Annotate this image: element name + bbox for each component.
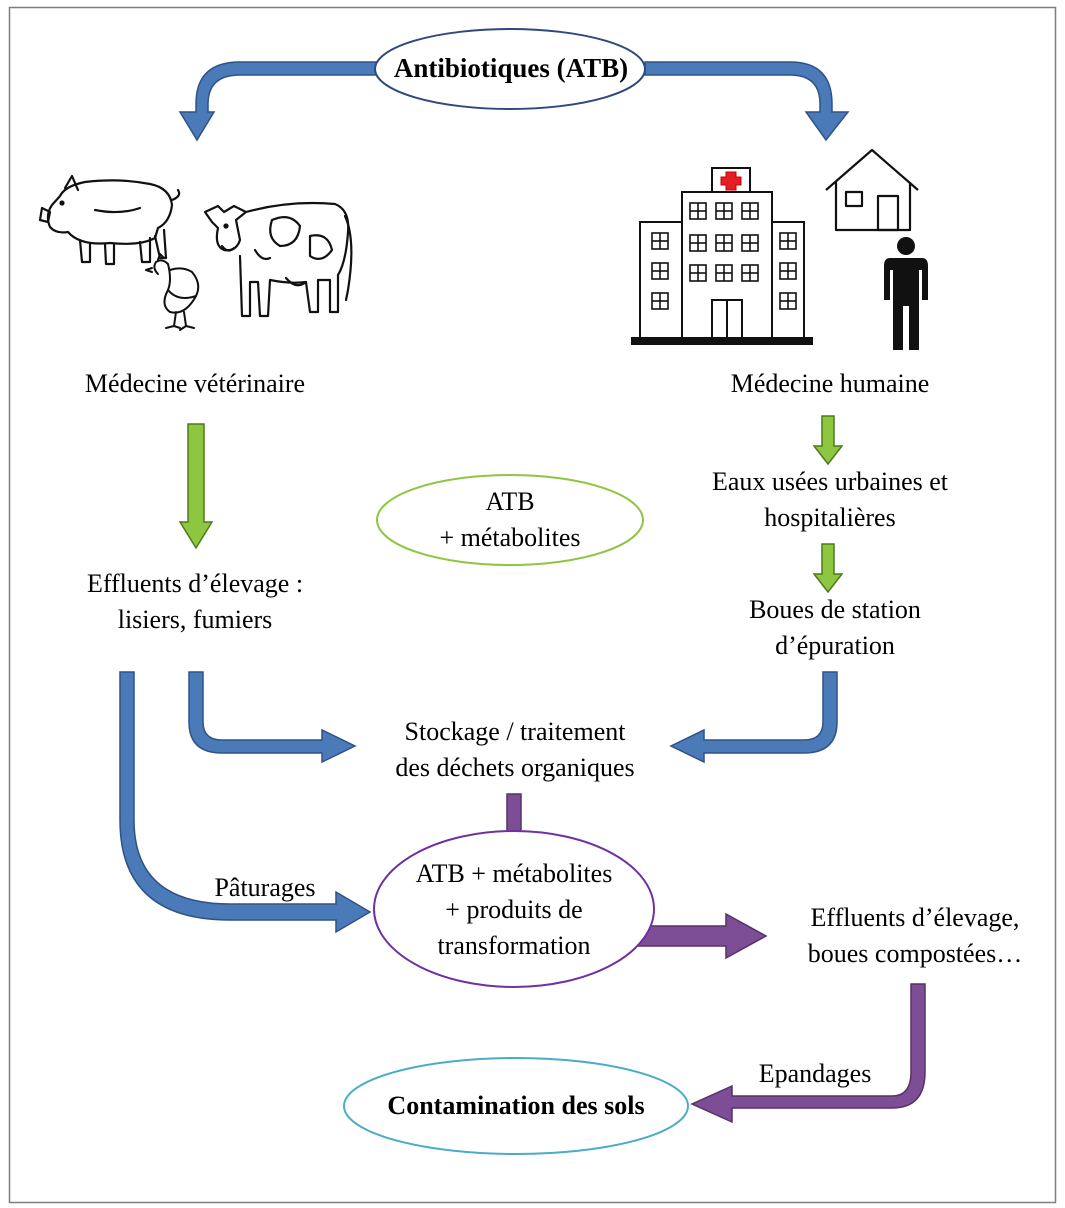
cow-icon	[203, 201, 353, 318]
sludge-line2: d’épuration	[775, 631, 895, 660]
soil-contamination-label: Contamination des sols	[387, 1091, 645, 1120]
storage-line1: Stockage / traitement	[404, 717, 626, 746]
arrow-effluents-to-storage	[188, 671, 357, 764]
wastewater-line1: Eaux usées urbaines et	[711, 467, 949, 496]
arrow-storage-to-transformation	[506, 793, 522, 835]
arrow-human-to-wastewater	[812, 415, 844, 466]
atb-metabolites-ellipse	[376, 474, 644, 566]
atb-metabolites-line2: + métabolites	[439, 523, 581, 552]
atb-metabolites-line1: ATB	[485, 487, 535, 516]
soil-contamination-ellipse	[343, 1057, 689, 1155]
transformation-line3: transformation	[437, 931, 591, 960]
pig-icon	[38, 174, 181, 266]
pastures-label: Pâturages	[214, 873, 316, 902]
antibiotics-label: Antibiotiques (ATB)	[393, 53, 629, 83]
person-icon	[884, 237, 928, 350]
arrow-vet-to-effluents	[178, 423, 214, 550]
livestock-effluents-line1: Effluents d’élevage :	[86, 569, 304, 598]
storage-line2: des déchets organiques	[395, 753, 635, 782]
transformation-line1: ATB + métabolites	[415, 859, 613, 888]
arrow-atb-to-human	[644, 61, 850, 142]
arrow-wastewater-to-sludge	[812, 543, 844, 594]
composted-line1: Effluents d’élevage,	[810, 903, 1020, 932]
arrow-sludge-to-storage	[669, 671, 838, 764]
composted-line2: boues compostées…	[807, 939, 1023, 968]
livestock-effluents-line2: lisiers, fumiers	[117, 605, 273, 634]
wastewater-line2: hospitalières	[764, 503, 896, 532]
human-medicine-label: Médecine humaine	[730, 369, 930, 398]
vet-medicine-label: Médecine vétérinaire	[84, 369, 306, 398]
antibiotics-ellipse	[374, 28, 646, 110]
arrow-transformation-to-composted	[637, 912, 768, 960]
house-icon	[825, 148, 919, 232]
arrow-composted-to-soil	[690, 983, 926, 1124]
arrow-atb-to-vet	[178, 61, 381, 142]
spreading-label: Epandages	[758, 1059, 872, 1088]
sludge-line1: Boues de station	[749, 595, 921, 624]
hospital-icon	[631, 167, 813, 345]
chicken-icon	[145, 253, 200, 331]
transformation-line2: + produits de	[445, 895, 583, 924]
transformation-ellipse	[373, 830, 655, 988]
arrow-effluents-to-pastures	[119, 671, 372, 934]
diagram-frame	[8, 6, 1057, 1204]
